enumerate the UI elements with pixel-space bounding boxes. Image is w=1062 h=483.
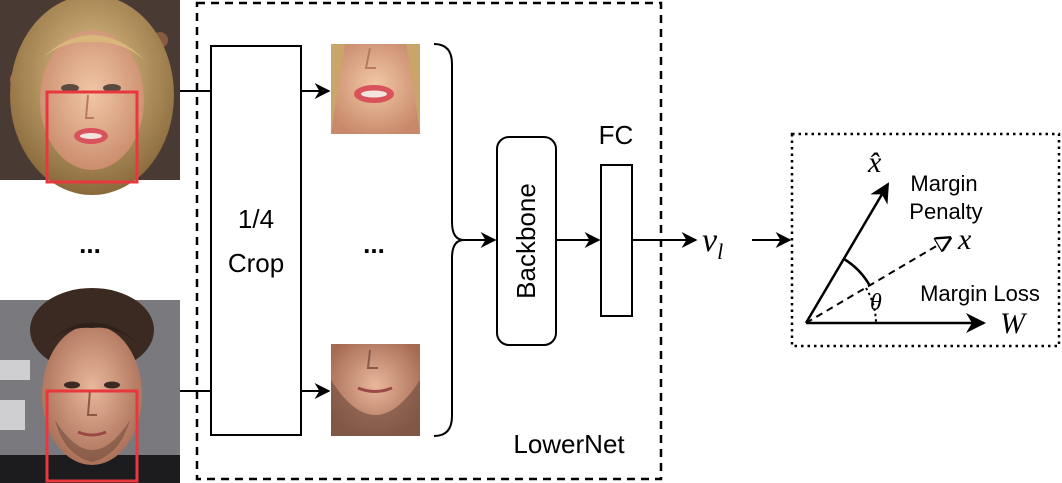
theta-arc: [865, 287, 877, 324]
theta-label: θ: [870, 290, 882, 316]
face-photo-bottom: [0, 288, 180, 483]
margin-loss-box: [790, 132, 1061, 348]
margin-penalty-label-line1: Margin: [910, 171, 977, 196]
face-bbox-top: [45, 90, 139, 184]
cropped-face-bottom: [331, 344, 420, 436]
faces-ellipsis: ...: [79, 229, 101, 259]
face-bbox-bottom: [45, 389, 139, 483]
margin-penalty-arc: [843, 257, 872, 287]
margin-penalty-label-line2: Penalty: [909, 199, 982, 224]
vector-x-hat: [804, 182, 890, 324]
crop-label-line2: Crop: [228, 248, 284, 278]
lowernet-label: LowerNet: [513, 429, 625, 459]
fc-box: [600, 164, 633, 317]
face-photo-top: [0, 0, 180, 195]
x-label: x: [957, 223, 972, 256]
curly-brace: [433, 43, 465, 437]
margin-loss-label: Margin Loss: [920, 281, 1040, 306]
output-vector-label: vl: [702, 222, 723, 264]
crop-box: [210, 45, 302, 436]
crops-ellipsis: ...: [363, 229, 385, 259]
backbone-label: Backbone: [511, 183, 541, 299]
vector-x: [805, 238, 950, 324]
fc-label: FC: [599, 120, 634, 150]
W-label: W: [1000, 307, 1028, 340]
cropped-face-top: [331, 44, 420, 134]
crop-label-line1: 1/4: [238, 204, 274, 234]
x-hat-label: x̂: [867, 146, 882, 179]
